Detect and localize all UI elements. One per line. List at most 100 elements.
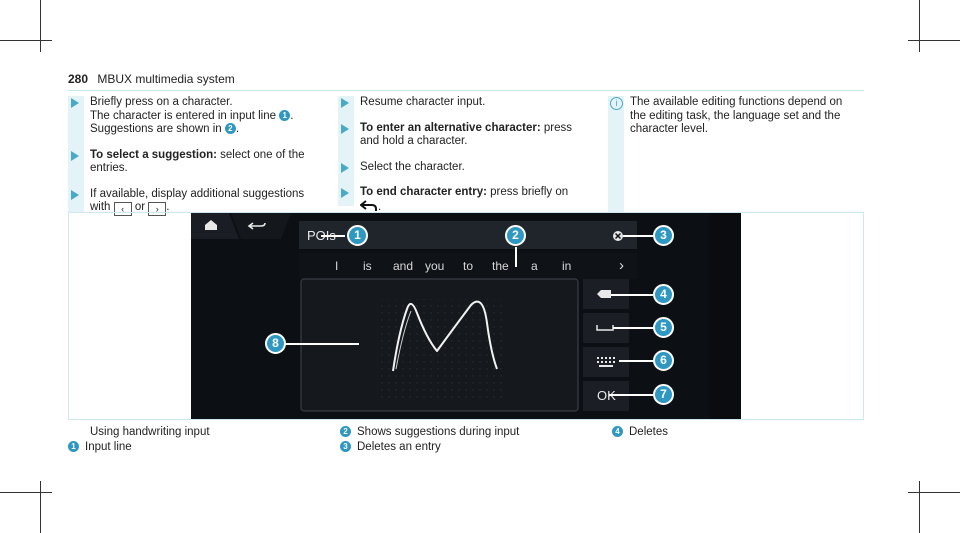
chevron-right-icon: › bbox=[148, 202, 167, 216]
info-note: i The available editing functions depend… bbox=[608, 96, 864, 137]
callout-line bbox=[611, 294, 653, 296]
header-rule bbox=[68, 90, 864, 91]
callout-8: 8 bbox=[265, 333, 286, 354]
step-arrow-icon bbox=[341, 123, 349, 134]
step-heading: To enter an alternative character: bbox=[360, 121, 541, 134]
step-item: Select the character. bbox=[338, 161, 596, 175]
caption-item: 4 Deletes bbox=[612, 425, 862, 440]
suggestion-item[interactable]: you bbox=[425, 259, 445, 273]
step-item: If available, display additional suggest… bbox=[68, 187, 326, 216]
crop-mark bbox=[40, 0, 41, 52]
info-text: The available editing functions depend o… bbox=[630, 96, 843, 108]
keyboard-icon[interactable] bbox=[597, 357, 615, 367]
callout-ref-3: 3 bbox=[340, 441, 351, 452]
step-heading: To end character entry: bbox=[360, 186, 487, 198]
caption-text: Shows suggestions during input bbox=[357, 426, 520, 438]
crop-mark bbox=[0, 40, 52, 41]
step-arrow-icon bbox=[71, 150, 79, 161]
instructions-column-1: Briefly press on a character. The charac… bbox=[68, 96, 326, 228]
step-arrow-icon bbox=[341, 98, 349, 108]
step-text: or bbox=[131, 201, 149, 213]
caption-text: Deletes bbox=[629, 426, 668, 438]
figure-frame bbox=[68, 212, 864, 420]
suggestion-item[interactable]: in bbox=[562, 259, 572, 273]
suggestion-item[interactable]: I bbox=[335, 259, 339, 273]
callout-4: 4 bbox=[653, 284, 674, 305]
callout-6: 6 bbox=[653, 350, 674, 371]
info-text: the editing task, the language set and t… bbox=[630, 109, 841, 122]
callout-line bbox=[515, 247, 517, 267]
step-item: To end character entry: press briefly on… bbox=[338, 186, 596, 216]
step-arrow-icon bbox=[71, 189, 79, 200]
step-arrow-icon bbox=[341, 188, 349, 198]
figure-caption-title: Using handwriting input bbox=[90, 426, 210, 438]
callout-1: 1 bbox=[347, 225, 368, 246]
page-title: MBUX multimedia system bbox=[97, 72, 235, 86]
suggestion-item[interactable]: is bbox=[363, 259, 372, 273]
page-number: 280 bbox=[68, 72, 89, 86]
suggestion-item[interactable]: a bbox=[531, 259, 538, 273]
callout-7: 7 bbox=[653, 384, 674, 405]
mbux-screen: POIs I is and you to the a in › OK 1 2 3… bbox=[191, 213, 741, 419]
step-text: and hold a character. bbox=[360, 135, 468, 147]
step-text: Select the character. bbox=[360, 160, 465, 173]
caption-item: 3 Deletes an entry bbox=[340, 440, 600, 455]
crop-mark bbox=[40, 481, 41, 533]
callout-line bbox=[623, 235, 653, 237]
step-text: . bbox=[235, 123, 240, 135]
caption-column-3: 4 Deletes bbox=[612, 425, 862, 440]
info-column: i The available editing functions depend… bbox=[608, 96, 864, 149]
ok-button[interactable]: OK bbox=[597, 388, 616, 403]
step-text: The character is entered in input line bbox=[90, 109, 280, 122]
step-item: To select a suggestion: select one of th… bbox=[68, 149, 326, 176]
step-text: select one of the bbox=[216, 148, 305, 161]
callout-ref-2: 2 bbox=[224, 123, 236, 134]
suggestion-bar-bg bbox=[299, 253, 637, 279]
crop-mark bbox=[908, 492, 960, 493]
callout-line bbox=[321, 235, 345, 237]
caption-text: Input line bbox=[85, 441, 132, 453]
step-text: press bbox=[540, 121, 572, 134]
backspace-icon[interactable] bbox=[597, 290, 611, 298]
step-item: Resume character input. bbox=[338, 96, 596, 110]
suggestion-item[interactable]: to bbox=[463, 259, 474, 273]
step-arrow-icon bbox=[71, 98, 79, 108]
step-item: Briefly press on a character. The charac… bbox=[68, 96, 326, 137]
handwritten-stroke bbox=[392, 300, 498, 372]
callout-line bbox=[619, 360, 655, 362]
step-text: If available, display additional suggest… bbox=[90, 187, 305, 200]
callout-3: 3 bbox=[653, 225, 674, 246]
callout-2: 2 bbox=[505, 225, 526, 246]
crop-mark bbox=[0, 492, 52, 493]
step-text: press briefly on bbox=[486, 186, 569, 198]
page-header: 280 MBUX multimedia system bbox=[68, 72, 235, 86]
info-text: character level. bbox=[630, 123, 708, 135]
callout-ref-4: 4 bbox=[612, 426, 623, 437]
callout-line bbox=[613, 327, 655, 329]
callout-line bbox=[609, 394, 655, 396]
crop-mark bbox=[919, 0, 920, 52]
info-icon: i bbox=[610, 97, 623, 110]
ok-button-bg[interactable] bbox=[583, 381, 629, 411]
info-bar bbox=[608, 96, 624, 212]
step-heading: To select a suggestion: bbox=[90, 148, 217, 161]
more-suggestions-icon[interactable]: › bbox=[619, 257, 624, 274]
step-text: . bbox=[166, 201, 170, 213]
step-item: To enter an alternative character: press… bbox=[338, 122, 596, 149]
suggestion-item[interactable]: and bbox=[393, 259, 414, 273]
chevron-left-icon: ‹ bbox=[113, 202, 132, 216]
callout-5: 5 bbox=[653, 317, 674, 338]
step-text: entries. bbox=[90, 162, 128, 174]
instructions-column-2: Resume character input. To enter an alte… bbox=[338, 96, 596, 228]
screen-graphics bbox=[191, 213, 741, 419]
callout-ref-1: 1 bbox=[279, 109, 291, 121]
suggestion-item[interactable]: the bbox=[492, 259, 509, 273]
crop-mark bbox=[908, 40, 960, 41]
back-icon[interactable] bbox=[247, 222, 266, 230]
caption-text: Deletes an entry bbox=[357, 441, 441, 453]
back-arrow-icon bbox=[359, 199, 378, 217]
home-icon[interactable] bbox=[205, 220, 217, 230]
